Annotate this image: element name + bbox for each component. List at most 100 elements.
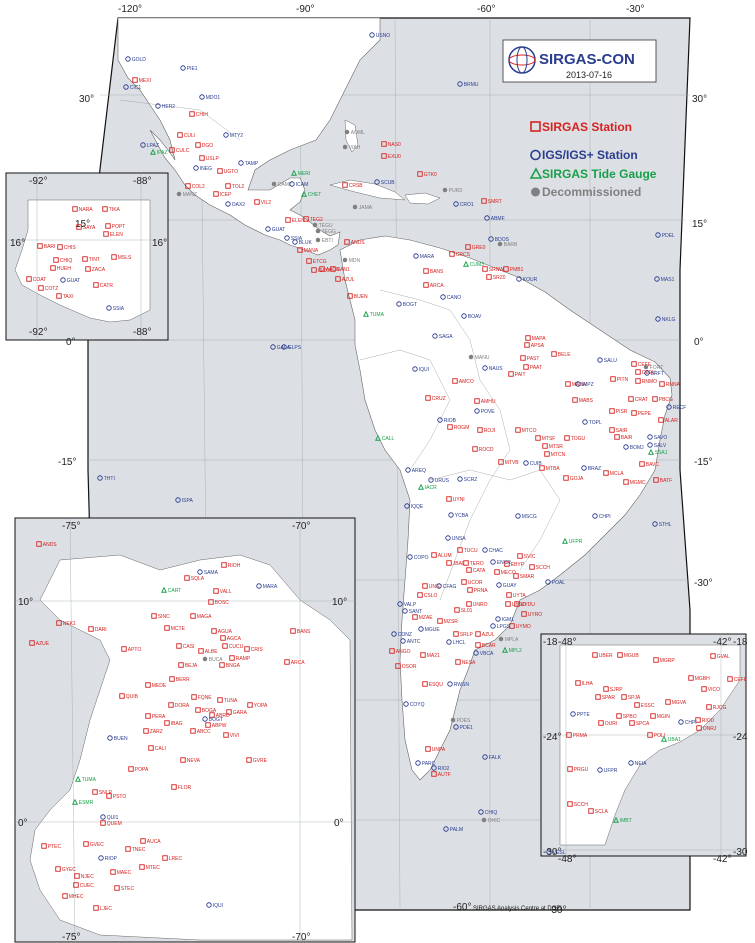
station-marker-igs	[453, 201, 459, 207]
station-label: BERR	[176, 677, 190, 683]
station-marker-igs	[655, 316, 661, 322]
station-label: IPAZ	[157, 150, 168, 156]
graticule-label: -18	[733, 637, 748, 648]
station-label: BCAR	[482, 643, 496, 649]
station-marker-sirgas	[565, 381, 571, 387]
station-label: AGUA	[218, 629, 233, 635]
station-marker-igs	[474, 408, 480, 414]
station-marker-igs	[440, 294, 446, 300]
station-label: NEIA	[635, 761, 647, 767]
station-marker-tide	[418, 483, 424, 490]
graticule-label: -48°	[558, 854, 576, 865]
station-marker-sirgas	[41, 843, 47, 849]
station-label: UYNI	[453, 497, 465, 503]
station-label: MTSR	[549, 444, 564, 450]
graticule-label: 10°	[332, 597, 347, 608]
station-marker-sirgas	[634, 702, 640, 708]
station-label: BOSC	[215, 600, 230, 606]
station-marker-sirgas	[472, 446, 478, 452]
graticule-label: -42°	[713, 854, 731, 865]
station-marker-sirgas	[85, 266, 91, 272]
station-label: ZARZ	[150, 729, 163, 735]
station-marker-sirgas	[508, 371, 514, 377]
station-marker-sirgas	[688, 675, 694, 681]
station-marker-sirgas	[498, 459, 504, 465]
station-label: TERO	[470, 561, 484, 567]
station-label: CHIQ	[60, 258, 73, 264]
station-marker-sirgas	[38, 285, 44, 291]
station-marker-sirgas	[303, 216, 309, 222]
station-marker-sirgas	[395, 663, 401, 669]
station-label: NAUS	[489, 366, 504, 372]
map-title: SIRGAS-CON	[539, 51, 635, 68]
station-label: ROJI	[484, 428, 495, 434]
station-marker-igs	[523, 460, 529, 466]
legend-label-sirgas: SIRGAS Station	[542, 120, 632, 134]
graticule-labels: -120°-90°-60°-30°30°15°0°-15°30°15°0°-15…	[10, 4, 748, 943]
station-marker-sirgas	[195, 707, 201, 713]
station-marker-sirgas	[103, 231, 109, 237]
station-marker-sirgas	[213, 191, 219, 197]
station-marker-sirgas	[217, 168, 223, 174]
station-marker-igs	[270, 344, 276, 350]
station-marker-sirgas	[225, 183, 231, 189]
florida-land	[344, 119, 359, 153]
station-marker-sirgas	[177, 132, 183, 138]
station-label: GTK0	[424, 172, 437, 178]
station-marker-sirgas	[422, 583, 428, 589]
station-label: PSTO	[113, 794, 127, 800]
station-label: TNEC	[132, 847, 146, 853]
station-marker-sirgas	[306, 258, 312, 264]
station-label: PISR	[616, 409, 628, 415]
station-label: BUEN	[354, 294, 368, 300]
station-label: OURI	[605, 721, 618, 727]
station-label: CALL	[382, 436, 395, 442]
station-marker-sirgas	[521, 611, 527, 617]
station-marker-sirgas	[504, 561, 510, 567]
station-marker-sirgas	[542, 443, 548, 449]
station-marker-igs	[402, 608, 408, 614]
station-label: SQLA	[191, 576, 205, 582]
station-marker-sirgas	[114, 885, 120, 891]
station-label: MTSF	[542, 436, 556, 442]
station-marker-decom	[468, 354, 474, 360]
station-label: TEGU	[319, 223, 333, 229]
station-label: SAMA	[204, 570, 219, 576]
station-label: PMB1	[510, 267, 524, 273]
station-label: MGBH	[695, 676, 710, 682]
station-label: BNGA	[226, 663, 241, 669]
station-label: TOGU	[571, 436, 586, 442]
station-label: FORT	[650, 365, 664, 371]
station-label: NARA	[79, 207, 94, 213]
station-marker-sirgas	[592, 652, 598, 658]
station-marker-sirgas	[211, 628, 217, 634]
graticule-label: 30°	[692, 94, 707, 105]
station-label: JBAL	[453, 561, 465, 567]
station-label: MZSR	[444, 619, 459, 625]
station-marker-igs	[666, 404, 672, 410]
station-label: GALA	[277, 345, 291, 351]
station-label: UCOR	[468, 580, 483, 586]
station-marker-sirgas	[213, 588, 219, 594]
station-marker-sirgas	[609, 408, 615, 414]
graticule-label: -30°	[694, 578, 712, 589]
station-marker-sirgas	[529, 564, 535, 570]
station-marker-sirgas	[180, 757, 186, 763]
station-marker-sirgas	[575, 680, 581, 686]
station-label: MECO	[501, 570, 516, 576]
station-label: POAL	[552, 580, 566, 586]
station-marker-sirgas	[465, 244, 471, 250]
station-marker-sirgas	[125, 846, 131, 852]
station-marker-sirgas	[148, 745, 154, 751]
station-marker-sirgas	[517, 553, 523, 559]
station-marker-sirgas	[477, 427, 483, 433]
station-label: CATA	[473, 568, 486, 574]
station-label: BRFT	[651, 371, 664, 377]
station-label: CHET	[308, 192, 322, 198]
station-marker-igs	[206, 902, 212, 908]
station-marker-igs	[432, 333, 438, 339]
legend-triangle-icon	[529, 167, 543, 179]
station-marker-sirgas	[229, 655, 235, 661]
station-marker-sirgas	[437, 618, 443, 624]
